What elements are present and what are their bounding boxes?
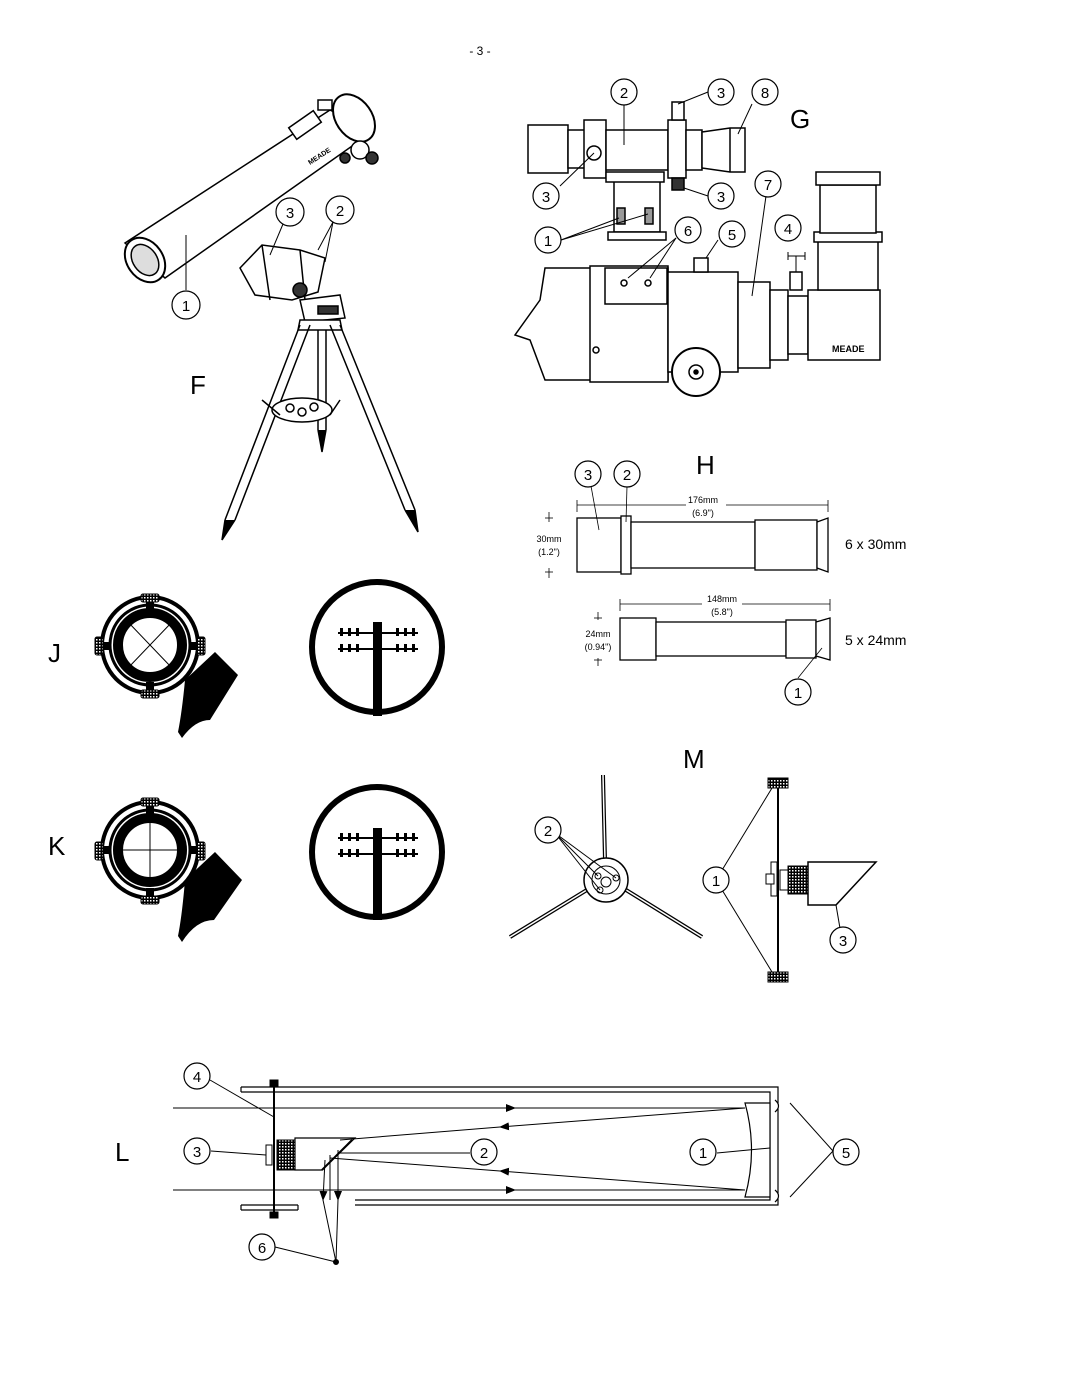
page-number: - 3 - [469,44,490,58]
mount-head [239,244,346,323]
figure-l-optical-diagram [173,1079,834,1265]
callout-l-4: 4 [193,1069,201,1086]
figure-g-leaders [559,91,806,297]
callout-f-3: 3 [286,205,294,222]
callout-g-7: 7 [764,177,772,194]
h-large-dia-mm: 30mm [536,534,561,544]
figure-k-view-aligned [309,784,445,920]
h-small-dia-mm: 24mm [585,629,610,639]
h-small-name: 5 x 24mm [845,632,906,648]
figure-f-leaders [185,221,334,290]
figure-letter-g: G [790,104,810,134]
callout-g-6: 6 [684,223,692,240]
callout-g-8: 8 [761,85,769,102]
figure-g-callouts: 1 2 3 3 3 4 5 6 7 8 [532,78,802,254]
callout-f-1: 1 [182,298,190,315]
callout-h-3: 3 [584,467,592,484]
callout-l-1: 1 [699,1145,707,1162]
figure-f-telescope: MEADE [123,93,419,541]
h-small-length-mm: 148mm [707,594,737,604]
figure-letter-l: L [115,1137,129,1167]
figure-letter-h: H [696,450,715,480]
callout-g-3c: 3 [717,189,725,206]
optical-tube: MEADE [123,93,379,284]
figure-l-tube-ends [774,1099,780,1203]
figure-letter-m: M [683,744,705,774]
callout-g-3a: 3 [717,85,725,102]
callout-l-3: 3 [193,1144,201,1161]
figure-letter-k: K [48,831,66,861]
callout-m-2: 2 [544,823,552,840]
tripod [221,319,419,541]
h-large-name: 6 x 30mm [845,536,906,552]
figure-h-callouts: 1 2 3 [574,460,812,706]
callout-f-2: 2 [336,203,344,220]
figure-m-spider-front [508,774,704,939]
callout-g-3b: 3 [542,189,550,206]
h-large-length-mm: 176mm [688,495,718,505]
h-small-length-in: (5.8") [711,607,733,617]
figure-g-finder-bracket: MEADE [513,101,883,397]
figure-m-spider-side [715,777,878,983]
g-brand-label: MEADE [832,344,865,354]
h-large-length-in: (6.9") [692,508,714,518]
callout-m-3: 3 [839,933,847,950]
figure-letter-j: J [48,638,61,668]
figure-j-spider-misaligned [94,593,238,738]
h-large-dia-in: (1.2") [538,547,560,557]
callout-l-2: 2 [480,1145,488,1162]
figure-h-dimension-text: 176mm (6.9") 30mm (1.2") 6 x 30mm 148mm … [536,495,906,652]
figure-m-callouts: 1 2 3 [534,816,857,954]
h-small-dia-in: (0.94") [585,642,612,652]
callout-l-6: 6 [258,1240,266,1257]
figure-j-view-misaligned [309,579,445,716]
callout-g-4: 4 [784,221,792,238]
figure-k-spider-aligned [94,797,242,942]
callout-h-1: 1 [794,685,802,702]
callout-l-5: 5 [842,1145,850,1162]
figure-h-finder-6x30 [576,515,829,575]
callout-g-2: 2 [620,85,628,102]
figure-h-finder-5x24 [619,617,831,661]
figure-letter-f: F [190,370,206,400]
callout-m-1: 1 [712,873,720,890]
callout-g-1: 1 [544,233,552,250]
figure-f-callouts: 1 2 3 [171,195,355,320]
figure-l-callouts: 1 2 3 4 5 6 [183,1062,860,1261]
callout-h-2: 2 [623,467,631,484]
callout-g-5: 5 [728,227,736,244]
